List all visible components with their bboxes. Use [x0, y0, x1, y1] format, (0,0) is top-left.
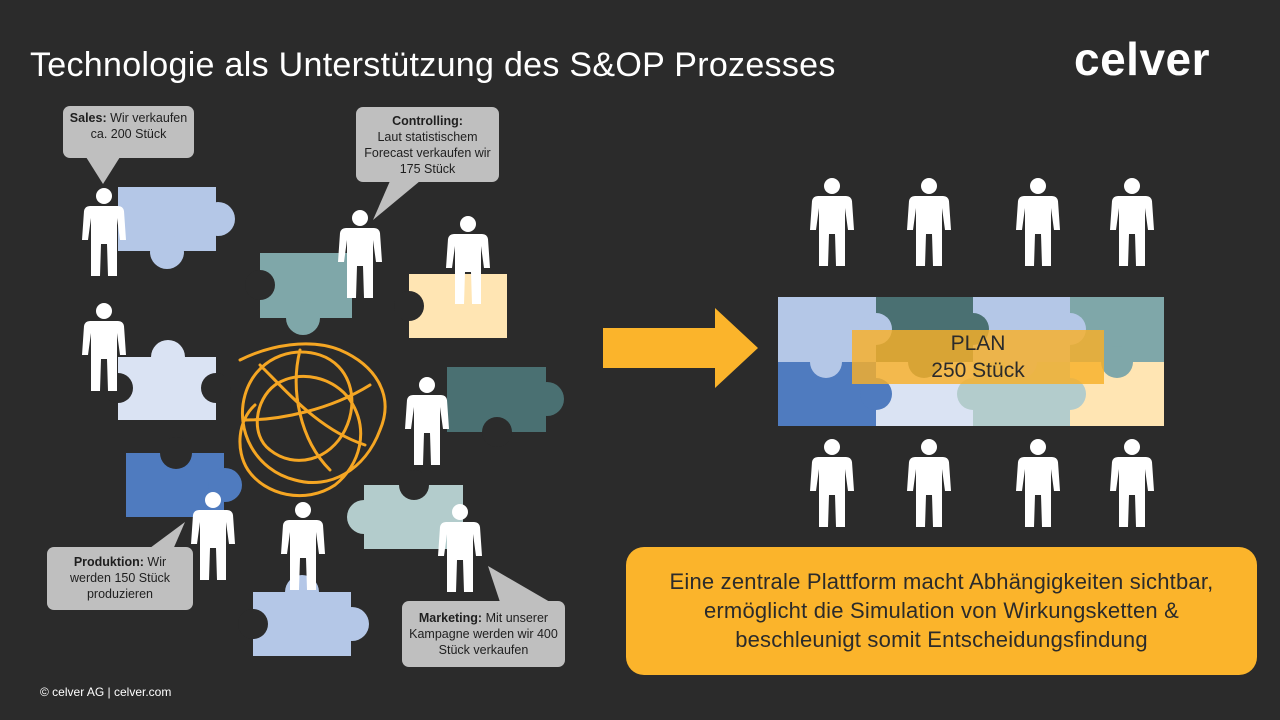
person-bottom-2 [907, 439, 951, 527]
callout-line-3: beschleunigt somit Entscheidungsfindung [735, 627, 1148, 652]
speech-bubble-controlling: Controlling: Laut statistischem Forecast… [356, 107, 499, 182]
person-bottom-4 [1110, 439, 1154, 527]
bubble-tail-sales [86, 157, 120, 184]
produktion-text: Wir werden 150 Stück produzieren [69, 555, 171, 601]
controlling-label: Controlling: [392, 114, 463, 128]
marketing-label: Marketing: [418, 611, 483, 625]
speech-bubble-sales: Sales: Wir verkaufen ca. 200 Stück [63, 106, 194, 158]
speech-bubble-marketing: Marketing: Mit unserer Kampagne werden w… [402, 601, 565, 667]
puzzle-piece-cream [394, 274, 507, 338]
speech-bubble-produktion: Produktion: Wir werden 150 Stück produzi… [47, 547, 193, 610]
arrow-right-icon [603, 308, 758, 388]
person-top-2 [907, 178, 951, 266]
celver-logo: celver [1074, 33, 1211, 85]
puzzle-piece-blue [126, 437, 242, 517]
chaos-scribble [238, 342, 387, 498]
marketing-text: Mit unserer Kampagne werden wir 400 Stüc… [409, 611, 558, 657]
person-bottom-3 [1016, 439, 1060, 527]
puzzle-piece-light-blue-bottom [238, 575, 369, 656]
puzzle-piece-sales [118, 187, 235, 269]
sales-text: Wir verkaufen ca. 200 Stück [90, 111, 188, 141]
plan-quantity: 250 Stück [931, 359, 1025, 382]
person-dark-teal [405, 377, 449, 465]
person-top-4 [1110, 178, 1154, 266]
plan-title: PLAN [950, 332, 1006, 355]
person-top-1 [810, 178, 854, 266]
person-top-3 [1016, 178, 1060, 266]
bubble-tail-controlling [373, 181, 420, 220]
sales-label: Sales: [69, 111, 107, 125]
puzzle-piece-controlling [245, 253, 352, 335]
controlling-text: Laut statistischem Forecast verkaufen wi… [364, 130, 491, 176]
callout-line-1: Eine zentrale Plattform macht Abhängigke… [669, 569, 1214, 594]
bubble-tail-marketing [488, 566, 550, 602]
puzzle-piece-mint [347, 470, 463, 549]
page-title: Technologie als Unterstützung des S&OP P… [30, 46, 836, 84]
produktion-label: Produktion: [73, 555, 144, 569]
plan-label: PLAN 250 Stück [852, 330, 1104, 384]
footer-copyright: © celver AG | celver.com [40, 685, 172, 699]
callout-line-2: ermöglicht die Simulation von Wirkungske… [703, 598, 1180, 623]
person-bottom-1 [810, 439, 854, 527]
summary-callout: Eine zentrale Plattform macht Abhängigke… [626, 547, 1257, 675]
puzzle-piece-dark-teal [447, 367, 564, 447]
